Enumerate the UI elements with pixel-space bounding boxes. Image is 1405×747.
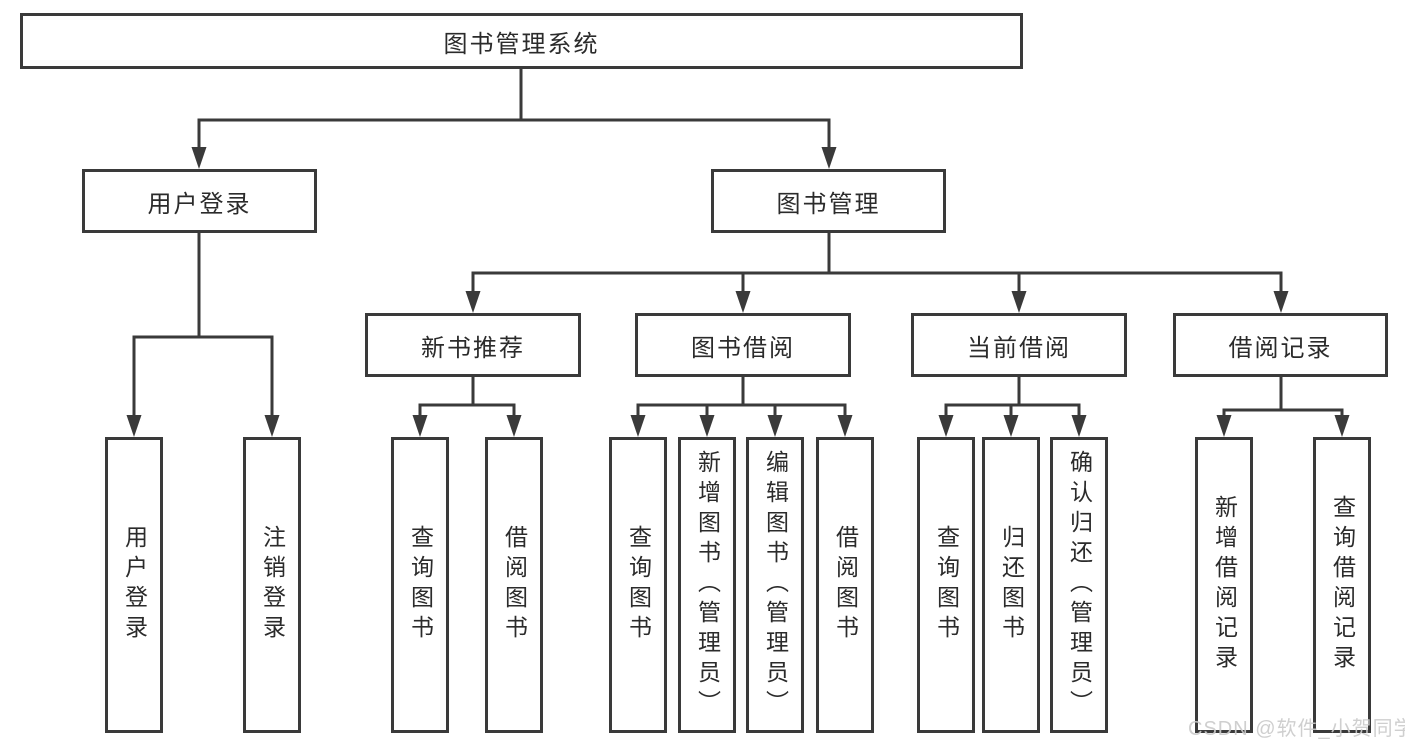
node-label: 用户登录	[147, 190, 252, 218]
arrow-down-icon	[1216, 415, 1232, 437]
arrow-down-icon	[735, 291, 751, 313]
leaf-label: 查询图书	[933, 525, 960, 645]
arrow-down-icon	[821, 147, 837, 169]
node-library-management-system: 图书管理系统	[20, 13, 1023, 69]
arrow-down-icon	[630, 415, 646, 437]
node-book-borrowing: 图书借阅	[635, 313, 851, 377]
arrow-down-icon	[699, 415, 715, 437]
leaf-query-book-recommend: 查询图书	[391, 437, 449, 733]
leaf-label: 归还图书	[998, 525, 1025, 645]
leaf-add-borrow-record: 新增借阅记录	[1195, 437, 1253, 733]
node-label: 当前借阅	[967, 334, 1071, 362]
arrow-down-icon	[1011, 291, 1027, 313]
arrow-down-icon	[126, 415, 142, 437]
leaf-label: 用户登录	[121, 525, 148, 645]
node-book-management: 图书管理	[711, 169, 946, 233]
leaf-logout: 注销登录	[243, 437, 301, 733]
leaf-edit-book-admin: 编辑图书（管理员）	[746, 437, 804, 733]
leaf-confirm-return-admin: 确认归还（管理员）	[1050, 437, 1108, 733]
arrow-down-icon	[506, 415, 522, 437]
leaf-label: 确认归还（管理员）	[1066, 450, 1093, 720]
arrow-down-icon	[938, 415, 954, 437]
arrow-down-icon	[1334, 415, 1350, 437]
arrow-down-icon	[1071, 415, 1087, 437]
node-label: 借阅记录	[1228, 334, 1333, 362]
arrow-down-icon	[191, 147, 207, 169]
arrow-down-icon	[465, 291, 481, 313]
arrow-down-icon	[412, 415, 428, 437]
node-label: 图书管理	[776, 190, 881, 218]
leaf-label: 查询图书	[407, 525, 434, 645]
node-label: 图书管理系统	[443, 30, 600, 58]
leaf-label: 新增借阅记录	[1211, 495, 1238, 675]
leaf-label: 注销登录	[259, 525, 286, 645]
leaf-label: 查询图书	[625, 525, 652, 645]
leaf-label: 查询借阅记录	[1329, 495, 1356, 675]
arrow-down-icon	[837, 415, 853, 437]
leaf-label: 借阅图书	[832, 525, 859, 645]
arrow-down-icon	[767, 415, 783, 437]
leaf-label: 新增图书（管理员）	[694, 450, 721, 720]
node-current-borrowing: 当前借阅	[911, 313, 1127, 377]
leaf-add-book-admin: 新增图书（管理员）	[678, 437, 736, 733]
arrow-down-icon	[264, 415, 280, 437]
leaf-return-book: 归还图书	[982, 437, 1040, 733]
node-user-login: 用户登录	[82, 169, 317, 233]
node-label: 新书推荐	[421, 334, 525, 362]
node-label: 图书借阅	[691, 334, 795, 362]
node-new-book-recommendation: 新书推荐	[365, 313, 581, 377]
leaf-borrow-book: 借阅图书	[816, 437, 874, 733]
node-borrowing-records: 借阅记录	[1173, 313, 1388, 377]
leaf-label: 借阅图书	[501, 525, 528, 645]
leaf-user-login: 用户登录	[105, 437, 163, 733]
leaf-query-book-borrowing: 查询图书	[609, 437, 667, 733]
leaf-label: 编辑图书（管理员）	[762, 450, 789, 720]
arrow-down-icon	[1003, 415, 1019, 437]
arrow-down-icon	[1273, 291, 1289, 313]
csdn-watermark: CSDN @软件_小贺同学	[1188, 718, 1405, 740]
leaf-query-borrow-record: 查询借阅记录	[1313, 437, 1371, 733]
leaf-query-book-current: 查询图书	[917, 437, 975, 733]
leaf-borrow-book-recommend: 借阅图书	[485, 437, 543, 733]
